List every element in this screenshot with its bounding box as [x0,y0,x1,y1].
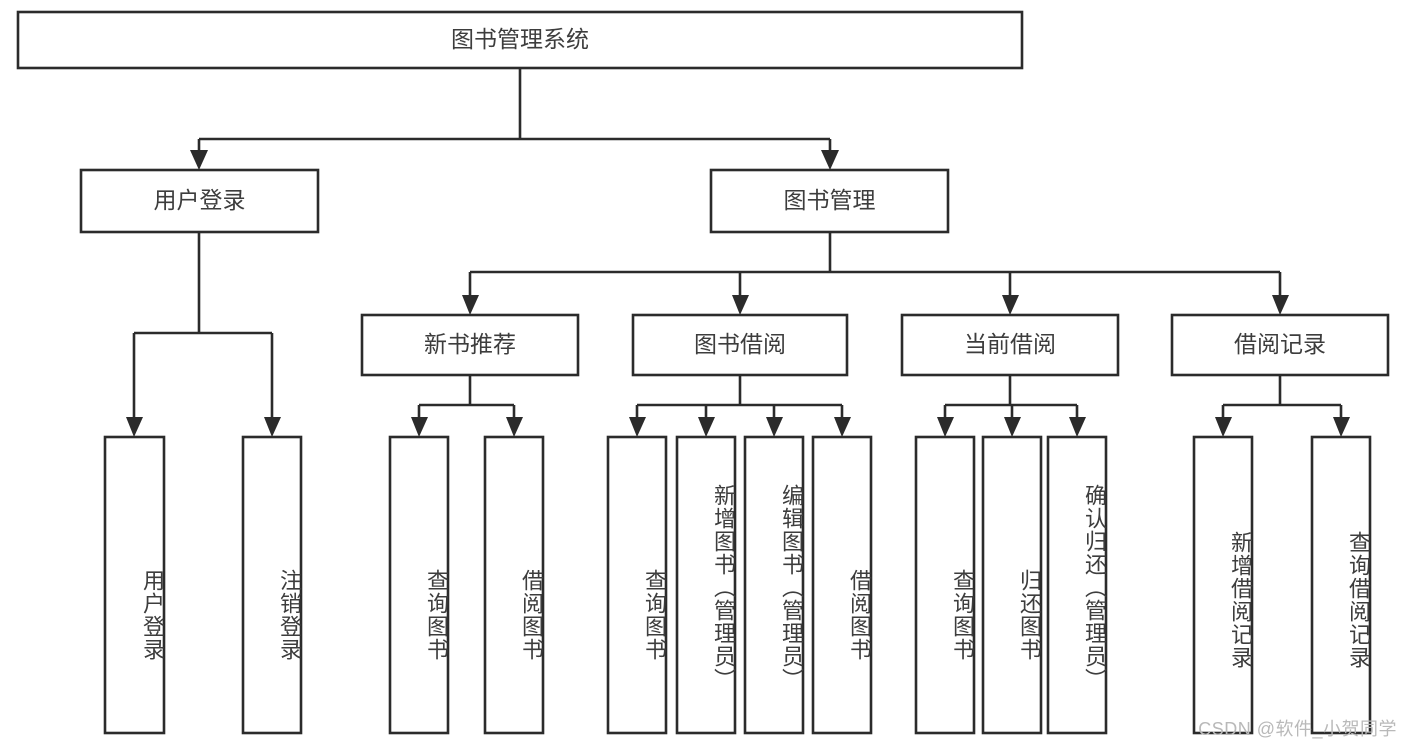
arrow-head-leaf-query-record [1333,417,1350,437]
leaf-boxes [103,435,1372,735]
node-new-book-rec-box[interactable] [360,313,580,377]
arrow-head-leaf-borrow-book-rec [506,417,523,437]
node-root[interactable]: 图书管理系统 [16,10,1024,70]
node-leaf-borrow-book-box[interactable] [811,435,873,735]
node-root-label: 图书管理系统 [451,26,589,52]
node-book-borrow-box[interactable] [631,313,849,377]
arrow-head-userlogin [190,150,208,170]
node-leaf-user-login-box[interactable] [103,435,166,735]
arrow-head-leaf-add-record [1215,417,1232,437]
arrow-head-borrowrecord [1272,295,1289,315]
node-book-manage-label: 图书管理 [784,187,876,213]
node-leaf-add-record-box[interactable] [1192,435,1254,735]
arrow-head-leaf-edit-book [766,417,783,437]
node-new-book-rec-label: 新书推荐 [424,331,516,357]
node-root-box[interactable] [16,10,1024,70]
node-current-borrow-box[interactable] [900,313,1120,377]
node-leaf-edit-book-box[interactable] [743,435,805,735]
arrow-head-leaf-add-book [698,417,715,437]
node-book-manage[interactable]: 图书管理 [709,168,950,234]
arrow-head-leaf-borrow-book [834,417,851,437]
arrow-head-leaf-query-book-cur [937,417,954,437]
node-leaf-confirm-return-box[interactable] [1046,435,1108,735]
node-book-borrow-label: 图书借阅 [694,331,786,357]
node-borrow-record-box[interactable] [1170,313,1390,377]
node-leaf-user-logout-box[interactable] [241,435,303,735]
arrow-head-leaf-user-logout [264,417,281,437]
node-leaf-query-book-cur-box[interactable] [914,435,976,735]
arrow-head-newbookrec [462,295,479,315]
node-leaf-return-book-box[interactable] [981,435,1043,735]
arrow-head-bookborrow [732,295,749,315]
arrow-head-leaf-user-login [126,417,143,437]
arrow-head-currentborrow [1002,295,1019,315]
node-new-book-rec[interactable]: 新书推荐 [360,313,580,377]
node-current-borrow[interactable]: 当前借阅 [900,313,1120,377]
node-current-borrow-label: 当前借阅 [964,331,1056,357]
node-borrow-record[interactable]: 借阅记录 [1170,313,1390,377]
node-leaf-borrow-book-rec-box[interactable] [483,435,545,735]
watermark-label: CSDN @软件_小贺同学 [1198,719,1397,739]
node-leaf-query-book-borrow-box[interactable] [606,435,668,735]
arrow-head-leaf-confirm-return [1069,417,1086,437]
node-borrow-record-label: 借阅记录 [1234,331,1326,357]
arrow-head-leaf-return-book [1004,417,1021,437]
node-leaf-query-record-box[interactable] [1310,435,1372,735]
node-user-login-box[interactable] [79,168,320,234]
node-user-login[interactable]: 用户登录 [79,168,320,234]
node-book-manage-box[interactable] [709,168,950,234]
arrow-head-bookmanage [821,150,839,170]
connector-group [126,68,1350,437]
arrow-head-leaf-query-book-borrow [629,417,646,437]
node-leaf-add-book-box[interactable] [675,435,737,735]
node-user-login-label: 用户登录 [154,187,246,213]
node-book-borrow[interactable]: 图书借阅 [631,313,849,377]
arrow-head-leaf-query-book-rec [411,417,428,437]
node-leaf-query-book-rec-box[interactable] [388,435,450,735]
